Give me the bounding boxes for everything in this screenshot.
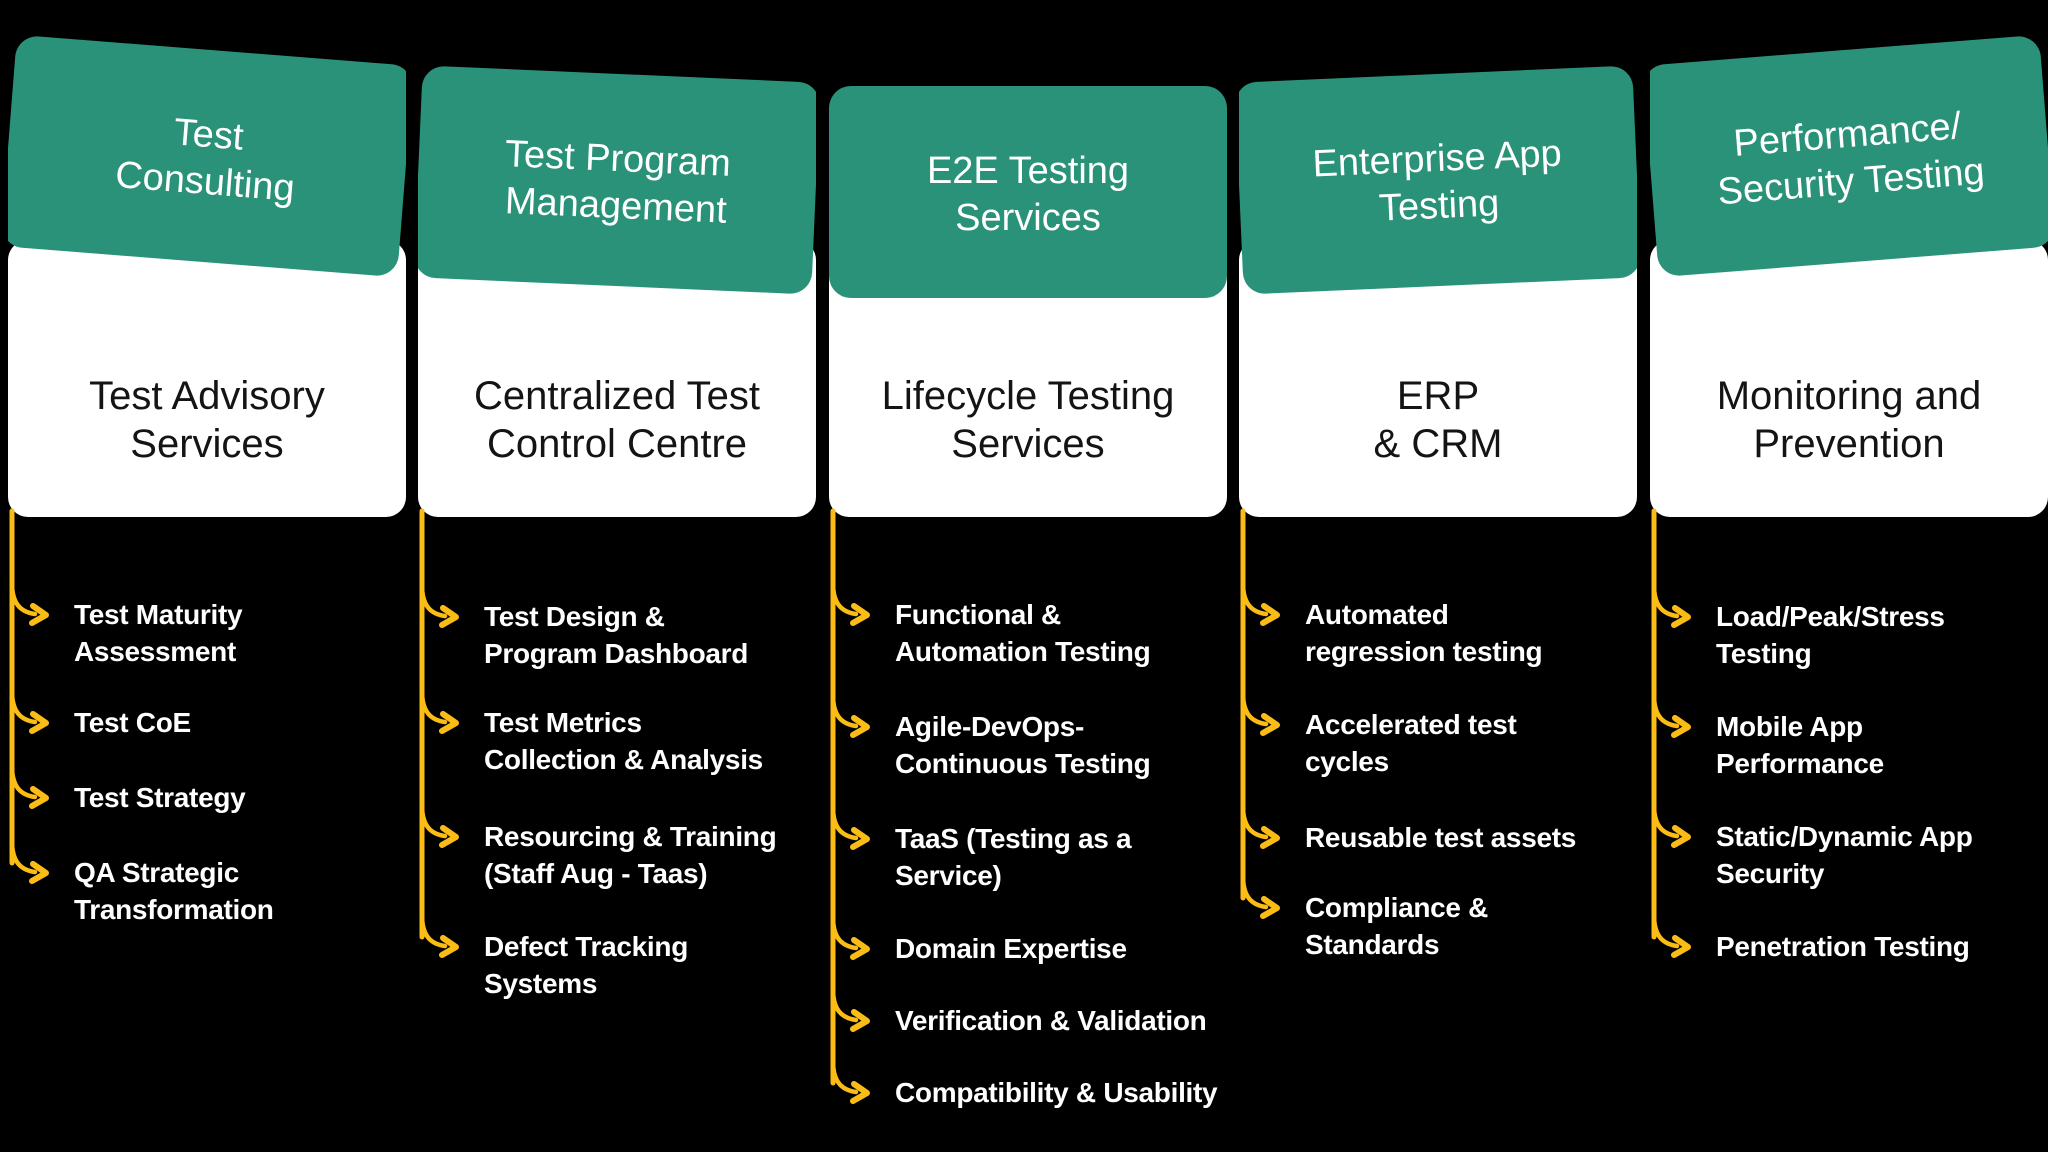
list-item-label: QA Strategic Transformation (74, 857, 274, 925)
list-item-label: Verification & Validation (895, 1005, 1207, 1036)
category-title: Performance/ Security Testing (1716, 105, 1987, 214)
list-item: Mobile App Performance (1716, 708, 1884, 782)
column-subtitle: Centralized Test Control Centre (473, 374, 761, 466)
column-header-group: Monitoring and Prevention Performance/ S… (1650, 0, 2048, 540)
list-item-label: TaaS (Testing as a Service) (895, 823, 1132, 891)
list-item: Verification & Validation (895, 1002, 1207, 1039)
column-subtitle: ERP & CRM (1373, 374, 1503, 466)
list-item-label: Penetration Testing (1716, 931, 1970, 962)
category-banner: Enterprise App Testing (1239, 65, 1637, 295)
service-column-4: ERP & CRM Enterprise App Testing Automat… (1239, 0, 1637, 1152)
subtitle-card: Monitoring and Prevention (1650, 240, 2048, 517)
service-column-2: Centralized Test Control Centre Test Pro… (418, 0, 816, 1152)
list-item-label: Test CoE (74, 707, 191, 738)
list-item-label: Test Metrics Collection & Analysis (484, 707, 763, 775)
list-item-label: Defect Tracking Systems (484, 931, 689, 999)
list-item-label: Domain Expertise (895, 933, 1127, 964)
list-item-label: Resourcing & Training (Staff Aug - Taas) (484, 821, 777, 889)
list-item: Domain Expertise (895, 930, 1127, 967)
category-title: Test Consulting (113, 111, 297, 210)
list-item: Compatibility & Usability (895, 1074, 1218, 1111)
list-item-label: Compatibility & Usability (895, 1077, 1218, 1108)
service-column-3: Lifecycle Testing Services E2E Testing S… (829, 0, 1227, 1152)
list-item-label: Mobile App Performance (1716, 711, 1884, 779)
list-item-label: Automated regression testing (1305, 599, 1543, 667)
list-item: Automated regression testing (1305, 596, 1543, 670)
category-banner: Test Consulting (8, 34, 406, 278)
list-item-label: Load/Peak/Stress Testing (1716, 601, 1945, 669)
list-item: Load/Peak/Stress Testing (1716, 598, 1945, 672)
subtitle-card: Test Advisory Services (8, 240, 406, 517)
category-banner: Test Program Management (418, 65, 816, 295)
service-column-1: Test Advisory Services Test Consulting T… (8, 0, 406, 1152)
list-item: Compliance & Standards (1305, 889, 1488, 963)
list-item: Test Metrics Collection & Analysis (484, 704, 763, 778)
category-banner: E2E Testing Services (829, 86, 1227, 298)
category-title: Enterprise App Testing (1311, 132, 1563, 230)
list-item: TaaS (Testing as a Service) (895, 820, 1132, 894)
column-header-group: Lifecycle Testing Services E2E Testing S… (829, 0, 1227, 540)
category-title: Test Program Management (504, 133, 732, 232)
list-item: Test CoE (74, 704, 191, 741)
column-header-group: Test Advisory Services Test Consulting (8, 0, 406, 540)
list-item: Functional & Automation Testing (895, 596, 1151, 670)
list-item-label: Test Strategy (74, 782, 246, 813)
list-item: Test Strategy (74, 779, 246, 816)
list-item-label: Reusable test assets (1305, 822, 1577, 853)
category-banner: Performance/ Security Testing (1650, 34, 2048, 278)
list-item-label: Accelerated test cycles (1305, 709, 1517, 777)
column-subtitle: Monitoring and Prevention (1716, 374, 1982, 466)
list-item-label: Functional & Automation Testing (895, 599, 1151, 667)
category-title: E2E Testing Services (926, 150, 1130, 239)
list-item-label: Test Design & Program Dashboard (484, 601, 749, 669)
list-item: Test Maturity Assessment (74, 596, 243, 670)
list-item: QA Strategic Transformation (74, 854, 274, 928)
list-item: Resourcing & Training (Staff Aug - Taas) (484, 818, 777, 892)
column-header-group: ERP & CRM Enterprise App Testing (1239, 0, 1637, 540)
column-subtitle: Test Advisory Services (89, 374, 325, 466)
list-item-label: Static/Dynamic App Security (1716, 821, 1973, 889)
list-item: Defect Tracking Systems (484, 928, 688, 1002)
list-item-label: Test Maturity Assessment (74, 599, 243, 667)
list-item: Accelerated test cycles (1305, 706, 1517, 780)
list-item: Static/Dynamic App Security (1716, 818, 1973, 892)
service-column-5: Monitoring and Prevention Performance/ S… (1650, 0, 2048, 1152)
list-item-label: Agile-DevOps- Continuous Testing (895, 711, 1151, 779)
list-item: Penetration Testing (1716, 928, 1970, 965)
list-item: Test Design & Program Dashboard (484, 598, 748, 672)
column-header-group: Centralized Test Control Centre Test Pro… (418, 0, 816, 540)
list-item-label: Compliance & Standards (1305, 892, 1489, 960)
list-item: Reusable test assets (1305, 819, 1576, 856)
column-subtitle: Lifecycle Testing Services (881, 374, 1175, 466)
list-item: Agile-DevOps- Continuous Testing (895, 708, 1151, 782)
